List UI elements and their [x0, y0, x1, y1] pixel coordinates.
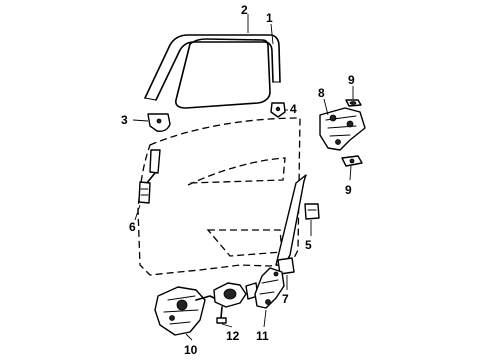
callout-12: 12	[226, 329, 240, 343]
window-glass	[175, 38, 271, 109]
callout-9-upper: 9	[348, 73, 355, 87]
callout-2: 2	[241, 3, 248, 17]
door-latch-assembly	[319, 107, 366, 151]
rear-run-channel	[275, 174, 307, 275]
leader-lines	[132, 14, 354, 341]
callout-10: 10	[184, 343, 198, 357]
callout-3: 3	[121, 113, 128, 127]
door-check-link	[138, 149, 161, 204]
window-regulator	[154, 286, 219, 336]
callout-6: 6	[129, 220, 136, 234]
door-frame-outline	[137, 117, 301, 276]
guide-block	[304, 203, 320, 220]
latch-fastener-lower	[341, 155, 363, 167]
lower-bracket	[147, 113, 171, 132]
regulator-motor	[213, 282, 259, 324]
callout-5: 5	[305, 238, 312, 252]
callout-8: 8	[318, 86, 325, 100]
glass-clip	[270, 102, 286, 118]
callout-7: 7	[282, 292, 289, 306]
regulator-lift-arm	[254, 267, 285, 309]
callout-11: 11	[256, 329, 269, 343]
latch-fastener-upper	[345, 99, 362, 107]
glass-run-channel	[144, 34, 281, 101]
callout-4: 4	[290, 102, 297, 116]
callout-1: 1	[266, 11, 273, 25]
callout-9-lower: 9	[345, 183, 352, 197]
